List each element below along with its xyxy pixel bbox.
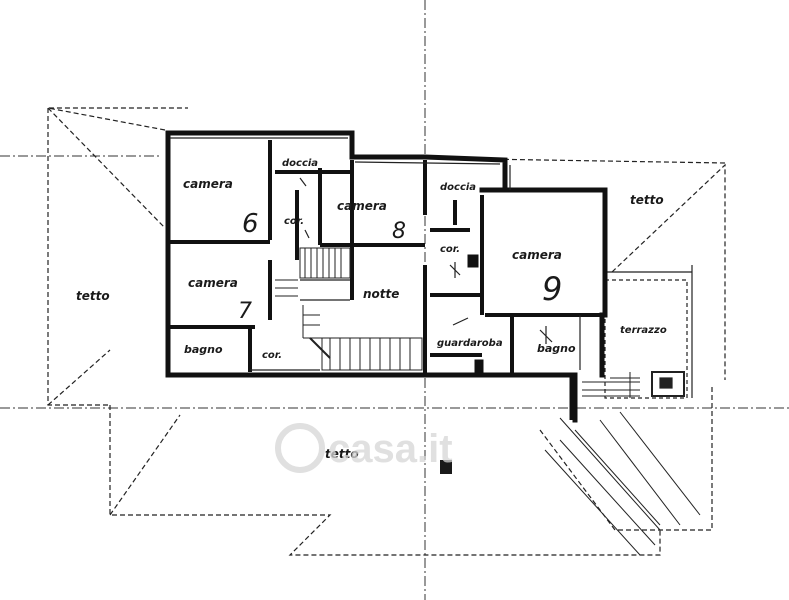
label-camera-8: camera	[337, 199, 387, 213]
watermark: casa.it	[275, 423, 453, 473]
label-cor-2: cor.	[440, 244, 460, 255]
label-tetto-bottom: tetto	[325, 447, 359, 461]
label-guardaroba: guardaroba	[437, 338, 503, 349]
label-camera-7: camera	[188, 276, 238, 290]
roof-hatching	[544, 411, 701, 556]
label-camera-6: camera	[183, 177, 233, 191]
thin-walls	[170, 137, 581, 371]
label-tetto-right: tetto	[630, 193, 664, 207]
roof-outline	[47, 107, 726, 556]
label-notte: notte	[363, 287, 399, 301]
label-tetto-left: tetto	[76, 289, 110, 303]
label-camera-9: camera	[512, 248, 562, 262]
annotation-marks	[299, 177, 553, 344]
label-cor-1: cor.	[284, 216, 304, 227]
label-doccia-1: doccia	[282, 158, 318, 169]
watermark-text: casa.it	[328, 427, 453, 471]
terrace-outline	[604, 265, 693, 399]
label-number-9: 9	[542, 270, 562, 308]
label-terrazzo: terrazzo	[620, 325, 667, 336]
label-bagno-1: bagno	[184, 343, 223, 356]
label-doccia-2: doccia	[440, 182, 476, 193]
label-number-7: 7	[238, 299, 252, 324]
stairs	[275, 247, 640, 398]
chimney-mark	[440, 460, 452, 474]
exterior-walls	[165, 130, 608, 423]
label-cor-3: cor.	[262, 350, 282, 361]
interior-walls	[170, 140, 602, 420]
label-number-8: 8	[392, 219, 406, 244]
label-number-6: 6	[242, 209, 259, 239]
label-bagno-2: bagno	[537, 342, 576, 355]
